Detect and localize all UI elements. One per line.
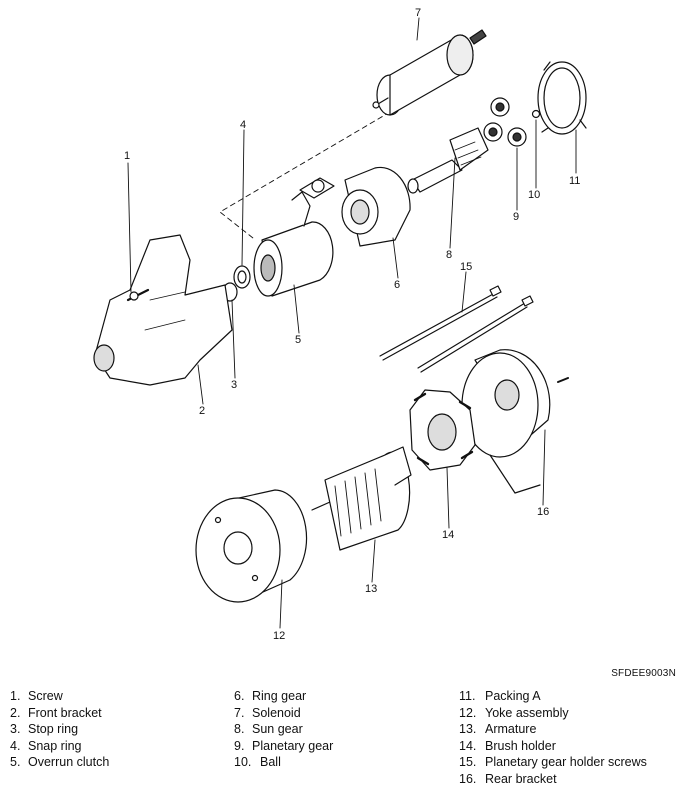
rear-bracket-part — [461, 349, 569, 494]
legend-number: 7. — [234, 705, 245, 720]
callout-13: 13 — [365, 583, 377, 595]
legend-number: 1. — [10, 689, 21, 703]
legend-item: 6. Ring gear — [234, 688, 333, 705]
legend-label: Snap ring — [28, 738, 82, 753]
callout-10: 10 — [528, 189, 540, 201]
screw-part — [126, 288, 150, 302]
callout-4: 4 — [240, 119, 246, 131]
legend-item: 5. Overrun clutch — [10, 754, 109, 771]
legend-label: Screw — [28, 689, 63, 703]
legend-item: 2. Front bracket — [10, 705, 109, 722]
callout-11: 11 — [569, 175, 580, 187]
legend-label: Rear bracket — [485, 771, 557, 786]
callout-7: 7 — [415, 7, 421, 19]
legend-number: 16. — [459, 771, 477, 786]
legend-item: 9. Planetary gear — [234, 738, 333, 755]
legend-number: 6. — [234, 689, 245, 703]
ball-part — [531, 109, 541, 119]
legend-number: 9. — [234, 738, 245, 753]
callout-5: 5 — [295, 334, 301, 346]
legend-label: Planetary gear holder screws — [485, 755, 647, 769]
callout-15: 15 — [460, 261, 472, 273]
legend-column-1: 1. Screw 2. Front bracket 3. Stop ring 4. Sn… — [10, 688, 109, 771]
armature-part — [311, 446, 412, 551]
legend-column-3: 11. Packing A 12. Yoke assembly 13. Armatur… — [459, 688, 647, 787]
legend-item: 16. Rear bracket — [459, 771, 647, 788]
legend-column-2: 6. Ring gear 7. Solenoid 8. Sun gear 9. Plan… — [234, 688, 333, 771]
callout-8: 8 — [446, 249, 452, 261]
legend-label: Front bracket — [28, 705, 102, 720]
legend-number: 4. — [10, 738, 21, 753]
legend-label: Overrun clutch — [28, 755, 110, 769]
legend-label: Yoke assembly — [485, 705, 569, 720]
snap-ring-part — [233, 265, 251, 289]
legend-item: 11. Packing A — [459, 688, 647, 705]
legend-number: 12. — [459, 705, 477, 720]
legend-number: 8. — [234, 722, 245, 736]
exploded-view-drawing: 1 2 3 4 5 6 7 8 9 10 11 12 13 14 15 16 — [93, 7, 587, 642]
callout-14: 14 — [442, 529, 454, 541]
legend-item: 13. Armature — [459, 721, 647, 738]
overrun-clutch-part — [253, 191, 334, 297]
legend-label: Brush holder — [485, 738, 556, 753]
legend-item: 4. Snap ring — [10, 738, 109, 755]
legend-number: 14. — [459, 738, 477, 753]
legend-number: 10. — [234, 755, 252, 769]
callout-2: 2 — [199, 405, 205, 417]
legend-item: 1. Screw — [10, 688, 109, 705]
legend-number: 13. — [459, 722, 477, 736]
legend-label: Packing A — [485, 689, 541, 703]
legend-label: Solenoid — [252, 705, 301, 720]
callout-12: 12 — [273, 630, 285, 642]
brush-holder-part — [409, 389, 476, 471]
sun-gear-part — [407, 127, 489, 194]
legend-number: 15. — [459, 755, 477, 769]
legend-label: Stop ring — [28, 722, 79, 736]
legend-item: 3. Stop ring — [10, 721, 109, 738]
legend-number: 11. — [459, 689, 476, 703]
holder-screws-part — [379, 285, 534, 373]
figure-code: SFDEE9003N — [611, 668, 676, 679]
legend-item: 7. Solenoid — [234, 705, 333, 722]
legend-label: Ball — [260, 755, 281, 769]
leader-lines — [127, 17, 577, 629]
assembly-dashed-line — [219, 111, 391, 239]
legend-item: 8. Sun gear — [234, 721, 333, 738]
legend-number: 5. — [10, 755, 21, 769]
legend-number: 3. — [10, 722, 21, 736]
legend-item: 12. Yoke assembly — [459, 705, 647, 722]
parts-legend: 1. Screw 2. Front bracket 3. Stop ring 4. Sn… — [0, 688, 688, 788]
callout-9: 9 — [513, 211, 519, 223]
legend-label: Planetary gear — [252, 738, 334, 753]
callout-labels: 1 2 3 4 5 6 7 8 9 10 11 12 13 14 15 16 — [124, 7, 580, 642]
legend-label: Sun gear — [252, 722, 303, 736]
packing-a-part — [537, 61, 587, 135]
legend-item: 10. Ball — [234, 754, 333, 771]
front-bracket-part — [93, 234, 233, 386]
planetary-gears-part — [483, 97, 527, 147]
callout-3: 3 — [231, 379, 237, 391]
callout-6: 6 — [394, 279, 400, 291]
legend-item: 14. Brush holder — [459, 738, 647, 755]
callout-16: 16 — [537, 506, 549, 518]
legend-number: 2. — [10, 705, 21, 720]
legend-item: 15. Planetary gear holder screws — [459, 754, 647, 771]
callout-1: 1 — [124, 150, 130, 162]
yoke-assembly-part — [195, 489, 308, 603]
ring-gear-part — [299, 166, 411, 247]
legend-label: Ring gear — [252, 689, 307, 703]
legend-label: Armature — [485, 722, 537, 736]
solenoid-part — [372, 29, 487, 116]
